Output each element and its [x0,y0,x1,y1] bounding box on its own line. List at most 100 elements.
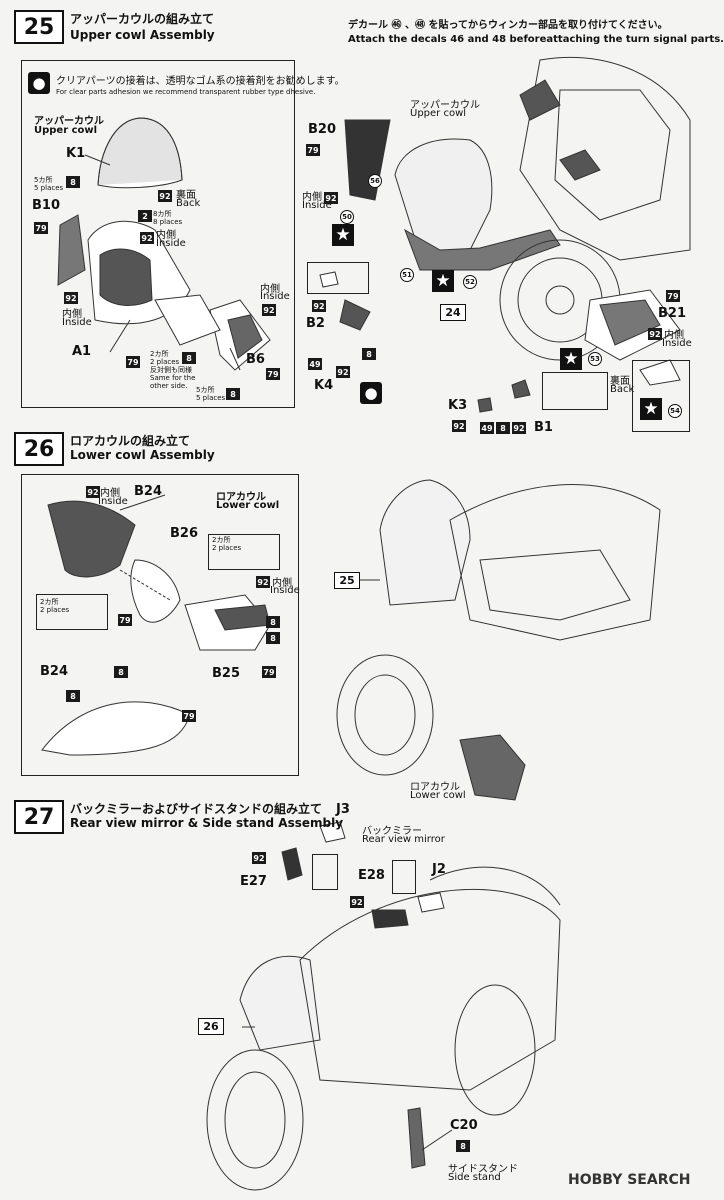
same-jp: 反対側も同様 [150,366,192,374]
label-back: Back [610,384,635,395]
part-j2: J2 [432,862,446,877]
color-8: 8 [266,632,280,644]
watermark: HOBBY SEARCH [568,1172,691,1188]
label-inside: Inside [98,496,128,507]
part-e27: E27 [240,874,267,889]
places8-en: 8 places [153,218,183,226]
label-uchi: 内側 [156,230,176,241]
part-b24-lower: B24 [40,664,68,679]
step-27-title-en: Rear view mirror & Side stand Assembly [70,816,344,830]
part-c20: C20 [450,1118,478,1133]
lower-inset-title-jp: ロアカウル [216,492,266,503]
detail-box [632,360,690,432]
places5-jp: 5カ所 [196,386,215,394]
lower-cowl-label-jp: ロアカウル [410,782,460,793]
color-79: 79 [262,666,276,678]
lower-cowl-inset [21,474,299,776]
places5-jp: 5カ所 [34,176,53,184]
upper-cowl-inset [21,60,295,408]
ref-step-26: 26 [198,1018,224,1035]
clear-note-en: For clear parts adhesion we recommend tr… [56,88,316,96]
color-79: 79 [34,222,48,234]
color-92: 92 [252,852,266,864]
lower-cowl-label-en: Lower cowl [410,790,466,801]
step-25-title-en: Upper cowl Assembly [70,28,215,42]
part-e28: E28 [358,868,385,883]
label-ura: 裏面 [176,190,196,201]
part-j3: J3 [336,802,350,817]
color-79: 79 [266,368,280,380]
color-8: 8 [456,1140,470,1152]
decal-52: 52 [463,275,477,289]
places5-en: 5 places [34,184,64,192]
color-92: 92 [336,366,350,378]
detail-box [542,372,608,410]
places5-en: 5 places [196,394,226,402]
color-92: 92 [140,232,154,244]
glue-icon: ● [28,72,50,94]
color-92: 92 [324,192,338,204]
inset-title-jp: アッパーカウル [34,116,104,127]
places8-jp: 8カ所 [153,210,172,218]
color-92: 92 [648,328,662,340]
part-k3: K3 [448,398,468,413]
label-uchi: 内側 [272,578,292,589]
label-uchi: 内側 [100,488,120,499]
color-8: 8 [114,666,128,678]
color-8: 8 [66,690,80,702]
same-en1: Same for the [150,374,196,382]
stand-label-jp: サイドスタンド [448,1164,518,1175]
label-uchi: 内側 [664,330,684,341]
color-79: 79 [118,614,132,626]
label-uchi: 内側 [302,192,322,203]
label-ura: 裏面 [610,376,630,387]
step-25-number: 25 [14,10,64,44]
places2-en: 2 places [150,358,180,366]
star-icon: ★ [640,398,662,420]
same-en2: other side. [150,382,188,390]
decal-note-en: Attach the decals 46 and 48 beforeattach… [348,34,724,45]
part-b21: B21 [658,306,686,321]
color-49: 49 [308,358,322,370]
part-a1: A1 [72,344,92,359]
line-art [41,57,691,1191]
mirror-label-jp: バックミラー [362,826,422,837]
color-92: 92 [262,304,276,316]
color-79: 79 [126,356,140,368]
color-92: 92 [64,292,78,304]
part-b1: B1 [534,420,553,435]
step-26-title-jp: ロアカウルの組み立て [70,434,191,448]
step-27-number: 27 [14,800,64,834]
places2-en: 2 places [40,606,70,614]
part-k1: K1 [66,146,86,161]
lower-inset-title-en: Lower cowl [216,500,280,511]
label-inside: Inside [270,585,300,596]
upper-cowl-label-en: Upper cowl [410,108,467,119]
detail-box [312,854,338,890]
part-b24: B24 [134,484,162,499]
color-92: 92 [158,190,172,202]
glue-icon: ● [360,382,382,404]
label-inside: Inside [662,338,692,349]
inset-title-en: Upper cowl [34,125,98,136]
ref-step-24: 24 [440,304,466,321]
detail-box [36,594,108,630]
decal-54: 54 [668,404,682,418]
label-uchi: 内側 [62,309,82,320]
step-27-title-jp: バックミラーおよびサイドスタンドの組み立て [70,802,323,816]
places2-en: 2 places [212,544,242,552]
part-b6: B6 [246,352,265,367]
label-inside: Inside [302,200,332,211]
part-b26: B26 [170,526,198,541]
decal-note-jp: デカール ㊻ 、㊽ を貼ってからウィンカー部品を取り付けてください。 [348,20,668,31]
color-92: 92 [452,420,466,432]
stand-label-en: Side stand [448,1172,501,1183]
color-8: 8 [66,176,80,188]
places2-jp: 2カ所 [40,598,59,606]
color-79: 79 [306,144,320,156]
color-8: 8 [226,388,240,400]
color-92: 92 [512,422,526,434]
step-25-title-jp: アッパーカウルの組み立て [70,12,215,26]
detail-box [208,534,280,570]
mirror-label-en: Rear view mirror [362,834,445,845]
